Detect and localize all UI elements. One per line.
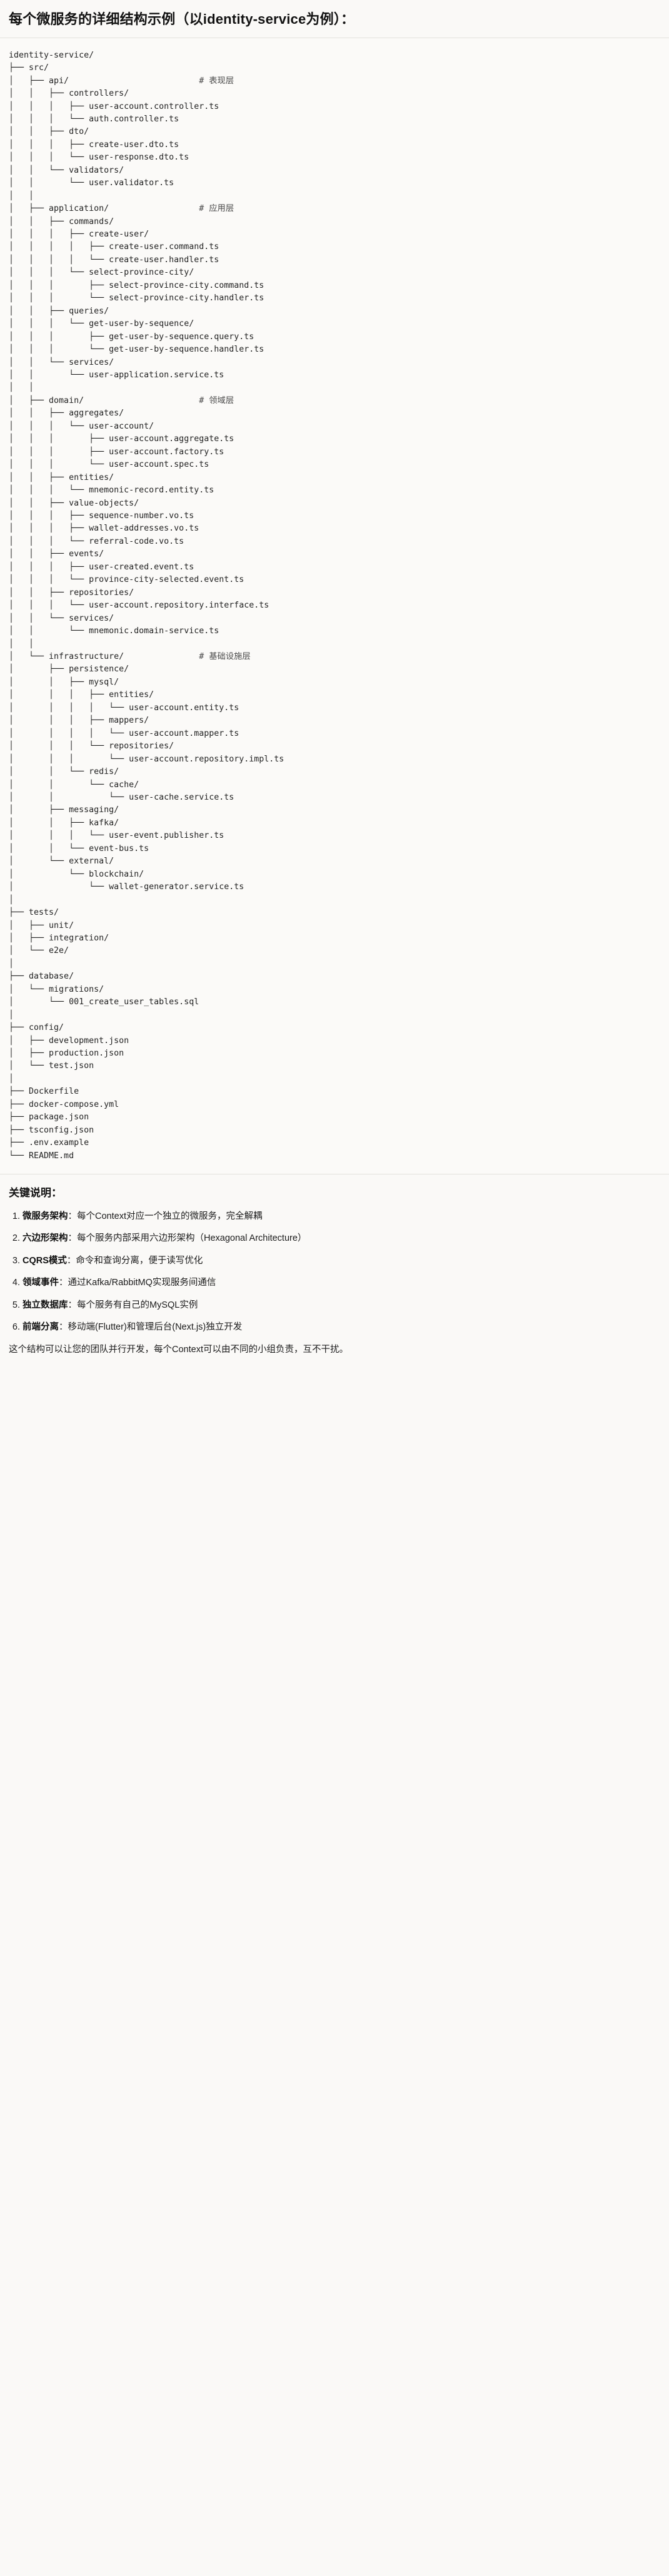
key-note-term: 独立数据库 [23,1300,68,1310]
key-note-term: 领域事件 [23,1278,59,1288]
key-note-separator: ： [68,1211,78,1221]
key-note-body: 每个服务有自己的MySQL实例 [77,1300,198,1310]
directory-tree-block: identity-service/ ├── src/ │ ├── api/ # … [0,38,669,1175]
key-note-term: 微服务架构 [23,1211,68,1221]
key-note-item: 微服务架构：每个Context对应一个独立的微服务，完全解耦 [23,1209,660,1223]
key-note-separator: ： [68,1233,78,1244]
directory-tree: identity-service/ ├── src/ │ ├── api/ # … [9,50,284,1161]
key-note-term: 前端分离 [23,1322,59,1333]
key-notes-section: 关键说明： 微服务架构：每个Context对应一个独立的微服务，完全解耦六边形架… [0,1174,669,1367]
key-note-body: 每个服务内部采用六边形架构（Hexagonal Architecture） [77,1233,307,1244]
key-note-body: 命令和查询分离，便于读写优化 [76,1255,203,1266]
tree-layer-comment: # 表现层 [199,76,234,86]
key-note-separator: ： [59,1322,68,1333]
key-note-item: 独立数据库：每个服务有自己的MySQL实例 [23,1298,660,1312]
key-notes-title: 关键说明： [9,1187,62,1199]
key-notes-footer: 这个结构可以让您的团队并行开发，每个Context可以由不同的小组负责，互不干扰… [9,1344,348,1355]
page-root: 每个微服务的详细结构示例（以identity-service为例）： ident… [0,0,669,1367]
page-header: 每个微服务的详细结构示例（以identity-service为例）： [0,0,669,38]
key-note-term: 六边形架构 [23,1233,68,1244]
key-note-separator: ： [59,1278,68,1288]
key-note-item: CQRS模式：命令和查询分离，便于读写优化 [23,1254,660,1268]
key-note-body: 每个Context对应一个独立的微服务，完全解耦 [77,1211,263,1221]
key-note-separator: ： [66,1255,76,1266]
key-note-body: 通过Kafka/RabbitMQ实现服务间通信 [68,1278,216,1288]
key-note-term: CQRS模式 [23,1255,67,1266]
page-title: 每个微服务的详细结构示例（以identity-service为例）： [9,11,355,27]
tree-layer-comment: # 领域层 [199,395,234,405]
tree-layer-comment: # 基础设施层 [199,651,251,661]
key-note-item: 领域事件：通过Kafka/RabbitMQ实现服务间通信 [23,1276,660,1290]
key-note-item: 六边形架构：每个服务内部采用六边形架构（Hexagonal Architectu… [23,1231,660,1245]
key-note-body: 移动端(Flutter)和管理后台(Next.js)独立开发 [68,1322,243,1333]
key-note-separator: ： [68,1300,78,1310]
key-note-item: 前端分离：移动端(Flutter)和管理后台(Next.js)独立开发 [23,1320,660,1334]
tree-layer-comment: # 应用层 [199,204,234,214]
key-notes-list: 微服务架构：每个Context对应一个独立的微服务，完全解耦六边形架构：每个服务… [9,1209,660,1335]
